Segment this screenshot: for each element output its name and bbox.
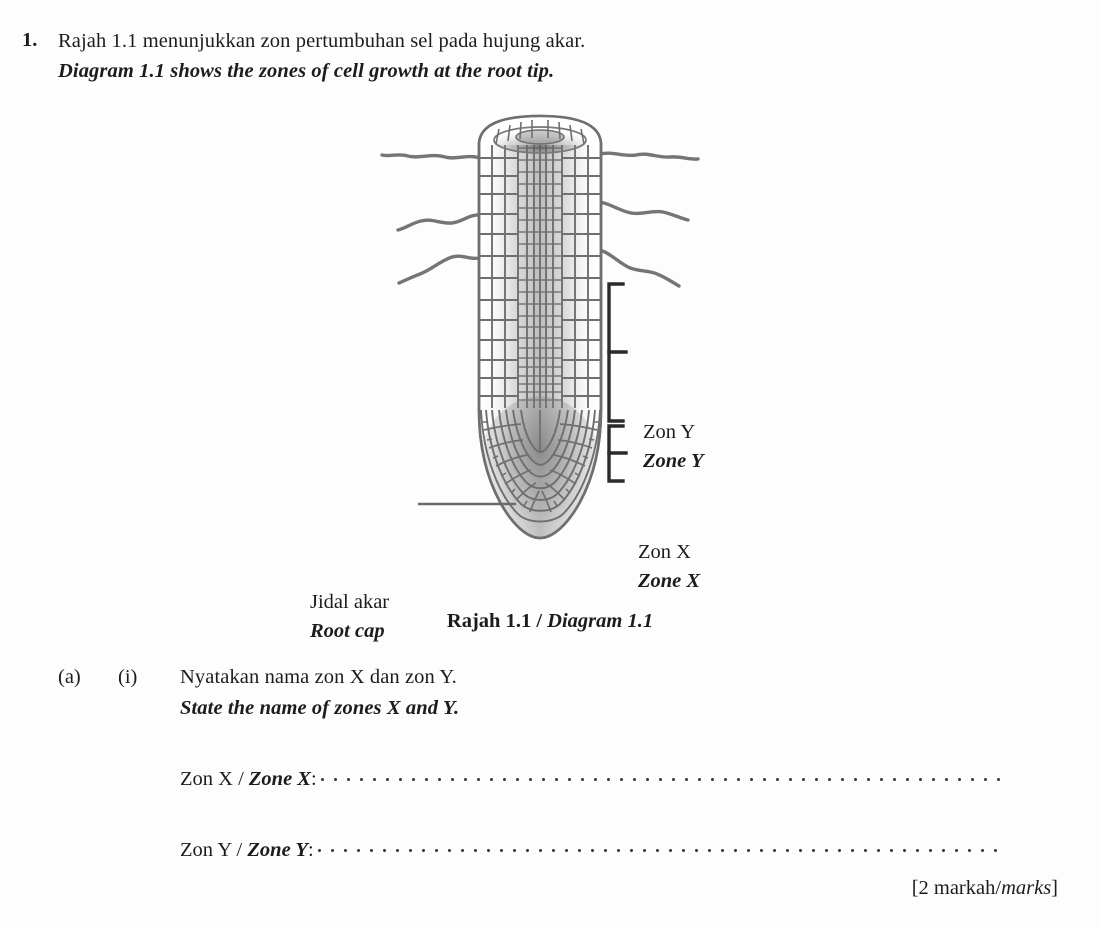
question-number: 1. xyxy=(22,29,38,51)
part-a-prompt-malay: Nyatakan nama zon X dan zon Y. xyxy=(180,666,457,688)
zone-y-label-english: Zone Y xyxy=(643,450,704,473)
diagram-caption: Rajah 1.1 / Diagram 1.1 xyxy=(0,610,1100,633)
answer-label-zone-x-colon: : xyxy=(310,768,317,790)
root-tip-illustration xyxy=(380,114,700,540)
marks-allocation: [2 markah/marks] xyxy=(912,877,1058,900)
answer-blanks: Zon X / Zone X: Zon Y / Zone Y: xyxy=(180,765,1060,872)
root-cap-label-english: Root cap xyxy=(310,620,385,643)
root-hairs-left xyxy=(380,153,482,285)
zone-x-label: Zon X Zone X xyxy=(638,538,700,596)
zone-x-label-english: Zone X xyxy=(638,570,701,593)
root-cap-cells xyxy=(479,396,601,538)
zone-x-label-malay: Zon X xyxy=(638,541,691,563)
marks-text-malay: [2 markah/ xyxy=(911,877,1002,899)
sub-part-roman: (i) xyxy=(118,666,138,688)
answer-label-zone-y: Zon Y / Zone Y: xyxy=(180,839,314,862)
question-stem: 1. Rajah 1.1 menunjukkan zon pertumbuhan… xyxy=(22,26,1062,87)
answer-label-zone-x-english: Zone X xyxy=(248,768,311,790)
marks-text-english: marks xyxy=(1001,877,1052,899)
root-tip-diagram: Zon Y Zone Y Zon X Zone X Jidal akar Roo… xyxy=(0,110,1100,642)
part-a-block: (a) (i) Nyatakan nama zon X dan zon Y. S… xyxy=(0,662,1100,724)
part-letter: (a) xyxy=(58,666,81,688)
answer-input-zone-x[interactable] xyxy=(320,765,1009,785)
root-hairs-right xyxy=(598,151,700,288)
diagram-caption-malay: Rajah 1.1 / xyxy=(446,610,548,632)
marks-bracket-close: ] xyxy=(1051,877,1058,899)
question-stem-malay: Rajah 1.1 menunjukkan zon pertumbuhan se… xyxy=(58,30,586,52)
zone-y-label-malay: Zon Y xyxy=(643,421,696,443)
question-stem-english: Diagram 1.1 shows the zones of cell grow… xyxy=(58,60,555,83)
zone-y-bracket xyxy=(607,282,628,423)
diagram-caption-english: Diagram 1.1 xyxy=(547,610,654,632)
zone-x-bracket xyxy=(607,424,628,483)
root-cell-grid xyxy=(479,140,601,408)
root-cap-label: Jidal akar Root cap xyxy=(310,588,389,646)
root-dome-top xyxy=(478,114,602,154)
answer-label-zone-y-malay: Zon Y / xyxy=(180,839,248,861)
answer-label-zone-x-malay: Zon X / xyxy=(180,768,249,790)
root-cap-label-malay: Jidal akar xyxy=(310,591,390,613)
root-outline-overlay xyxy=(477,114,603,540)
part-a-prompt-english: State the name of zones X and Y. xyxy=(180,696,460,719)
answer-row-zone-x: Zon X / Zone X: xyxy=(180,765,1060,801)
zone-y-label: Zon Y Zone Y xyxy=(643,418,704,476)
answer-row-zone-y: Zon Y / Zone Y: xyxy=(180,836,1060,872)
answer-label-zone-y-english: Zone Y xyxy=(247,839,308,861)
answer-label-zone-x: Zon X / Zone X: xyxy=(180,768,317,791)
answer-label-zone-y-colon: : xyxy=(307,839,314,861)
answer-input-zone-y[interactable] xyxy=(317,836,1006,856)
